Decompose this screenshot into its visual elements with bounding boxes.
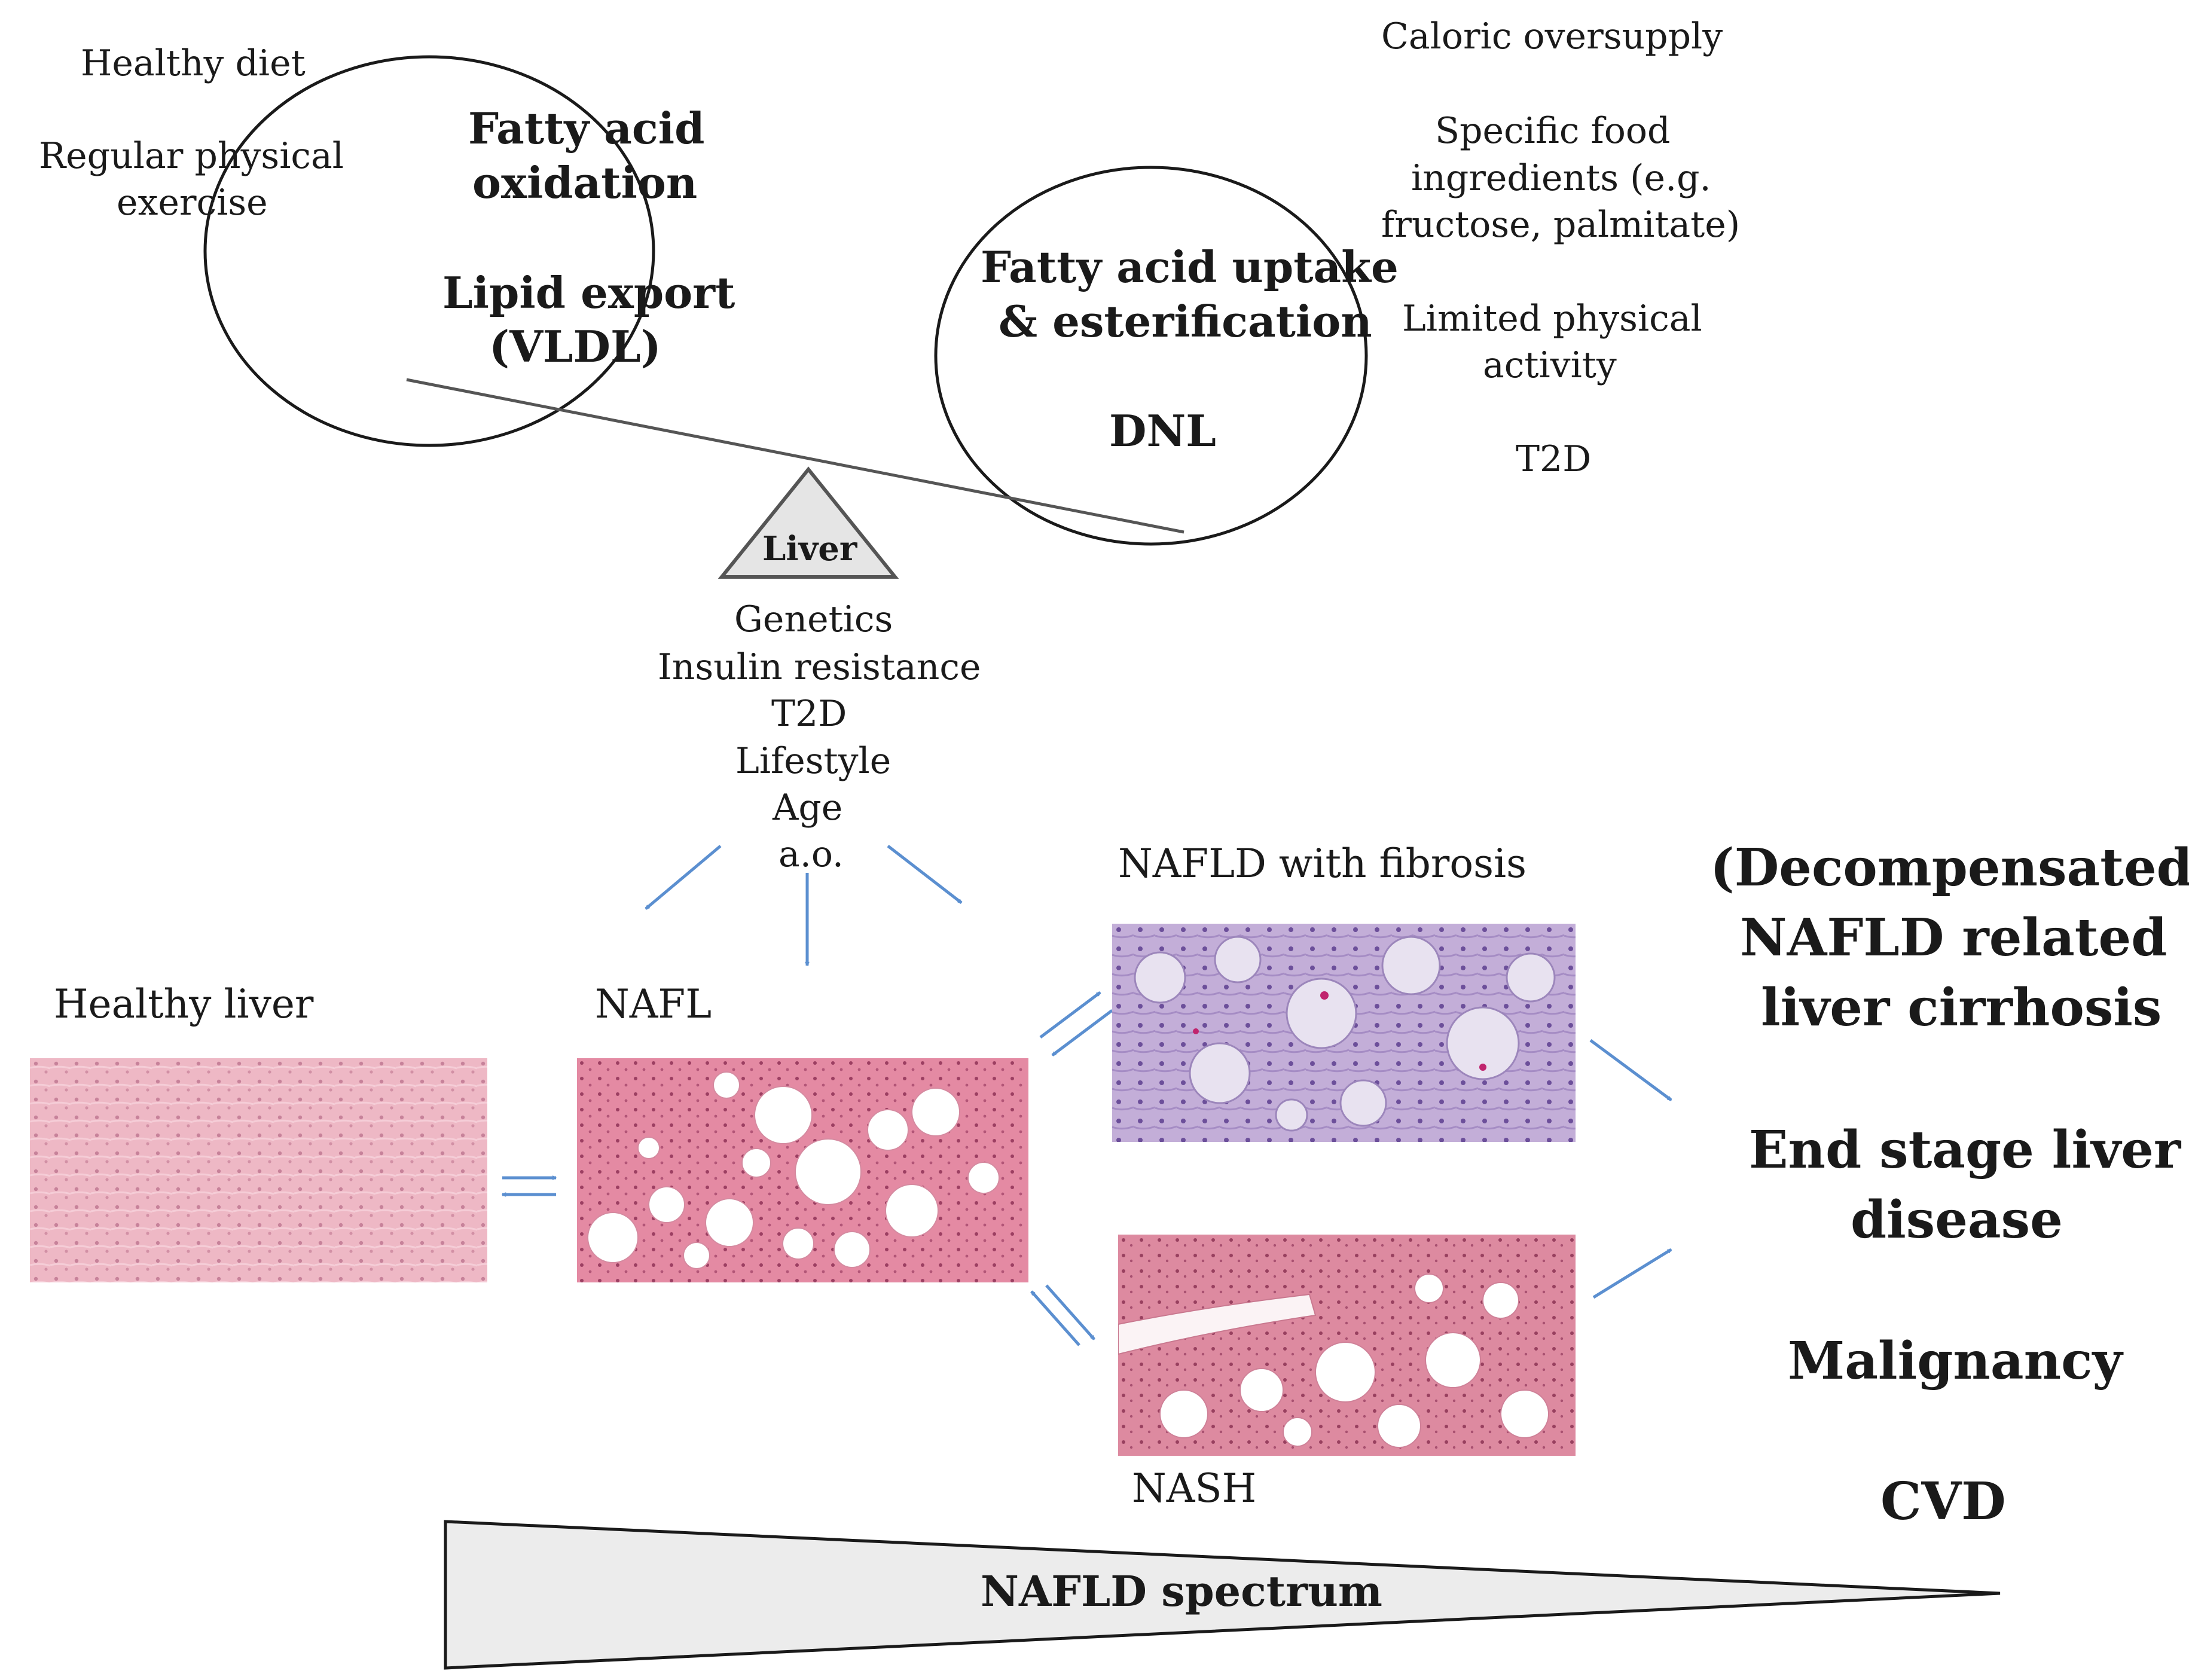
right-factor-t2d: T2D (1516, 438, 1592, 480)
right-factor-ingredients: ingredients (e.g. (1411, 157, 1711, 199)
arrow-nash-to-nafl (1030, 1290, 1080, 1346)
arrow-to-fibrosis-branch (887, 845, 961, 904)
left-circle-line-3: Lipid export (442, 267, 735, 318)
nash-histology-image (1118, 1235, 1576, 1456)
left-circle-line-1: Fatty acid (468, 103, 705, 154)
risk-factor-age: Age (773, 787, 843, 829)
spectrum-wedge (444, 1520, 2001, 1670)
risk-factor-insulin: Insulin resistance (658, 646, 981, 688)
risk-factor-genetics: Genetics (734, 598, 893, 640)
risk-factor-t2d: T2D (771, 693, 847, 735)
arrow-nash-to-outcomes (1592, 1248, 1671, 1299)
risk-factor-lifestyle: Lifestyle (735, 740, 892, 782)
outcome-liver-cirrhosis: liver cirrhosis (1761, 978, 2162, 1038)
arrow-nafl-to-nash (1045, 1284, 1095, 1340)
stage-nash-label: NASH (1132, 1465, 1257, 1511)
fibrosis-histology-image (1112, 924, 1576, 1142)
outcome-disease: disease (1851, 1190, 2063, 1250)
right-factor-fructose: fructose, palmitate) (1381, 204, 1741, 246)
outcome-cvd: CVD (1880, 1471, 2006, 1532)
outcome-nafld-related: NAFLD related (1740, 908, 2167, 968)
outcome-end-stage: End stage liver (1749, 1120, 2181, 1180)
nafl-histology-image (577, 1058, 1028, 1282)
fulcrum-triangle (718, 466, 899, 579)
outcome-malignancy: Malignancy (1788, 1331, 2123, 1391)
right-circle (934, 166, 1368, 546)
right-factor-specific-food: Specific food (1435, 110, 1671, 152)
right-circle-line-2: & esterification (999, 296, 1372, 347)
arrow-to-healthy (645, 845, 722, 910)
outcome-decompensated: (Decompensated) (1710, 838, 2189, 898)
healthy-liver-histology-image (30, 1058, 487, 1282)
left-factor-physical: Regular physical (39, 135, 344, 177)
left-circle (203, 55, 655, 447)
stage-nafl-label: NAFL (595, 981, 712, 1027)
left-factor-exercise: exercise (117, 182, 268, 224)
stage-healthy-liver-label: Healthy liver (54, 981, 314, 1027)
left-circle-line-2: oxidation (472, 157, 698, 208)
arrow-nafl-to-fibrosis (1039, 991, 1100, 1038)
stage-fibrosis-label: NAFLD with fibrosis (1118, 841, 1527, 887)
nafld-spectrum-label: NAFLD spectrum (981, 1566, 1382, 1616)
fulcrum-label: Liver (762, 529, 857, 569)
arrow-fibrosis-to-nafl (1052, 1009, 1113, 1056)
right-circle-line-3: DNL (1109, 405, 1216, 456)
left-circle-line-4: (VLDL) (489, 321, 661, 372)
right-circle-line-1: Fatty acid uptake (981, 242, 1399, 292)
risk-factor-ao: a.o. (778, 833, 844, 875)
arrow-fibrosis-to-outcomes (1589, 1038, 1671, 1102)
balance-beam (406, 378, 1184, 534)
right-factor-limited: Limited physical (1402, 298, 1702, 340)
right-factor-activity: activity (1483, 344, 1617, 386)
left-factor-healthy-diet: Healthy diet (81, 42, 306, 84)
right-factor-caloric: Caloric oversupply (1381, 16, 1723, 57)
